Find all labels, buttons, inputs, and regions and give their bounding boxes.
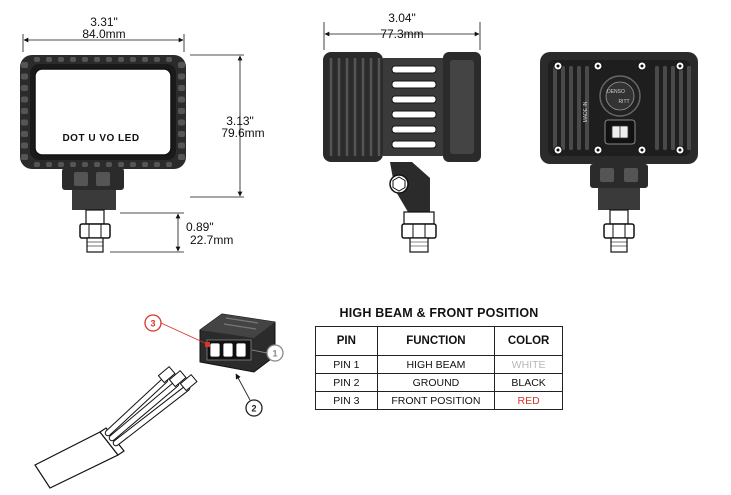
color-cell: WHITE [494, 355, 563, 374]
table-row: PIN 1 HIGH BEAM WHITE [315, 355, 563, 374]
lens-marking: DOT U VO LED [62, 133, 139, 144]
rear-label-ritt: RITT [618, 99, 629, 105]
front-housing-ribs [21, 57, 185, 167]
pin-cell: PIN 2 [315, 373, 378, 392]
header-pin: PIN [315, 326, 378, 356]
side-depth-mm: 77.3mm [380, 27, 423, 41]
pin-cell: PIN 3 [315, 391, 378, 410]
front-lens [34, 68, 172, 156]
rear-label-made-in: MADE IN [583, 101, 589, 122]
front-view: 3.31" 84.0mm DOT U VO LED 3.13" 79.6mm 0… [20, 15, 265, 253]
rear-view: DENSO RITT MADE IN [540, 52, 698, 253]
table-row: PIN 3 FRONT POSITION RED [315, 391, 563, 410]
front-width-inches: 3.31" [90, 15, 118, 29]
front-nut [79, 223, 111, 239]
side-nut [401, 223, 437, 239]
connector-illustration: 3 1 2 [34, 313, 284, 489]
rear-cooling-fins [553, 66, 691, 150]
wire-3 [113, 385, 190, 446]
rear-label-denso: DENSO [607, 89, 625, 95]
side-rib-bars [391, 65, 437, 149]
stud-length-inches: 0.89" [186, 220, 214, 234]
function-cell: GROUND [376, 373, 496, 392]
callout-3-label: 3 [150, 319, 155, 329]
wire-2 [109, 381, 179, 441]
callout-2-label: 2 [251, 404, 256, 414]
front-height-mm: 79.6mm [221, 126, 264, 140]
rear-stud [610, 237, 628, 253]
table-row: PIN 2 GROUND BLACK [315, 373, 563, 392]
stud-length-mm: 22.7mm [190, 233, 233, 247]
front-mount-bracket [62, 168, 124, 190]
rear-bolts [553, 61, 685, 155]
pin-3-marker [205, 342, 210, 347]
rear-nut [603, 223, 635, 239]
side-cooling-fins [329, 58, 381, 156]
table-header-row: PIN FUNCTION COLOR [315, 326, 563, 356]
callout-1-label: 1 [272, 349, 277, 359]
color-cell: BLACK [494, 373, 563, 392]
front-stud [86, 237, 104, 253]
cable-jacket [34, 431, 119, 489]
pin-table: PIN FUNCTION COLOR PIN 1 HIGH BEAM WHITE… [315, 326, 563, 410]
wire-1 [105, 377, 168, 436]
header-color: COLOR [494, 326, 563, 356]
side-view: 3.04" 77.3mm [323, 11, 481, 253]
rear-mount-bracket [590, 164, 648, 188]
front-width-mm: 84.0mm [82, 27, 125, 41]
pin-table-title: HIGH BEAM & FRONT POSITION [339, 306, 539, 320]
side-stud [409, 237, 429, 253]
function-cell: HIGH BEAM [376, 355, 496, 374]
header-function: FUNCTION [376, 326, 496, 356]
function-cell: FRONT POSITION [376, 391, 496, 410]
side-depth-inches: 3.04" [388, 11, 416, 25]
callout-2 [245, 399, 263, 417]
pin-cell: PIN 1 [315, 355, 378, 374]
pin-table-section: HIGH BEAM & FRONT POSITION PIN FUNCTION … [315, 306, 563, 410]
front-height-inches: 3.13" [226, 114, 254, 128]
color-cell: RED [494, 391, 563, 410]
